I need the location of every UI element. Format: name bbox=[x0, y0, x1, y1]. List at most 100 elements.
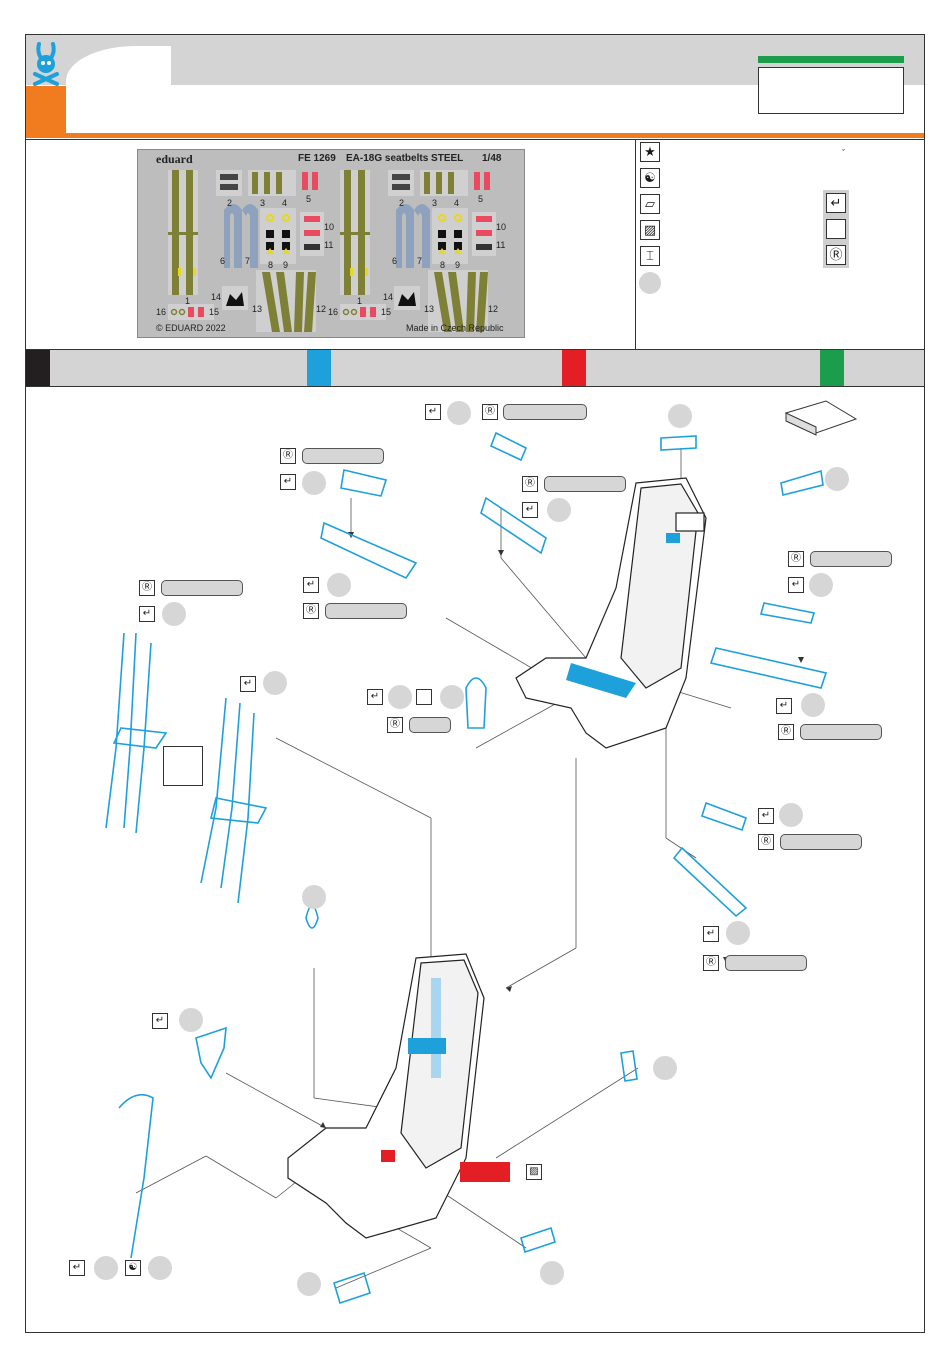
label-pill bbox=[161, 580, 243, 596]
step-circle bbox=[302, 885, 326, 909]
yin-yang-icon: ☯ bbox=[640, 168, 660, 188]
step-circle bbox=[547, 498, 571, 522]
fret-origin: Made in Czech Republic bbox=[406, 323, 504, 333]
fret-part-number: 11 bbox=[324, 240, 333, 250]
label-pill bbox=[800, 724, 882, 740]
fret-copyright: © EDUARD 2022 bbox=[156, 323, 226, 333]
fret-part-number: 12 bbox=[316, 304, 326, 314]
fret-part-number: 7 bbox=[245, 256, 250, 266]
fret-part-number: 16 bbox=[156, 307, 166, 317]
r-circle-icon: Ⓡ bbox=[139, 580, 155, 596]
label-pill bbox=[780, 834, 862, 850]
caron-mark: ˇ bbox=[842, 148, 845, 158]
label-pill bbox=[725, 955, 807, 971]
bend-icon: ↵ bbox=[788, 577, 804, 593]
bend-icon: ↵ bbox=[425, 404, 441, 420]
fret-scale: 1/48 bbox=[482, 153, 501, 164]
r-circle-icon: Ⓡ bbox=[482, 404, 498, 420]
step-circle bbox=[94, 1256, 118, 1280]
fret-part-number: 14 bbox=[211, 292, 221, 302]
step-circle bbox=[825, 467, 849, 491]
bend-icon: ↵ bbox=[139, 606, 155, 622]
assembly-diagram bbox=[26, 388, 924, 1332]
label-pill bbox=[503, 404, 587, 420]
bend-icon: ↵ bbox=[826, 193, 846, 213]
r-circle-icon: Ⓡ bbox=[703, 955, 719, 971]
bend-icon: ↵ bbox=[367, 689, 383, 705]
label-pill bbox=[302, 448, 384, 464]
red-color-callout bbox=[460, 1162, 510, 1182]
color-swatch-red bbox=[562, 350, 586, 386]
fret-part-number: 6 bbox=[220, 256, 225, 266]
bend-icon: ↵ bbox=[280, 474, 296, 490]
fret-part-number: 4 bbox=[282, 198, 287, 208]
fret-part-number: 1 bbox=[357, 296, 362, 306]
color-swatch-blue bbox=[307, 350, 331, 386]
hatch-icon: ▨ bbox=[526, 1164, 542, 1180]
title-box bbox=[758, 67, 904, 114]
fret-part-number: 10 bbox=[324, 222, 334, 232]
color-band bbox=[26, 350, 924, 386]
r-circle-icon: Ⓡ bbox=[788, 551, 804, 567]
fret-part-number: 6 bbox=[392, 256, 397, 266]
step-circle bbox=[327, 573, 351, 597]
step-circle bbox=[447, 401, 471, 425]
empty-box-icon bbox=[826, 219, 846, 239]
header-orange-line bbox=[26, 133, 924, 138]
bend-icon: ↵ bbox=[703, 926, 719, 942]
empty-box-icon bbox=[416, 689, 432, 705]
r-circle-icon: Ⓡ bbox=[280, 448, 296, 464]
r-circle-icon: Ⓡ bbox=[387, 717, 403, 733]
r-circle-icon: Ⓡ bbox=[826, 245, 846, 265]
header-orange-block bbox=[26, 86, 66, 134]
fret-part-number: 8 bbox=[440, 260, 445, 270]
fret-part-number: 5 bbox=[306, 194, 311, 204]
divider-line bbox=[26, 139, 924, 140]
step-number-circle-icon bbox=[639, 272, 661, 294]
upper-seat bbox=[516, 478, 706, 748]
empty-box bbox=[163, 746, 203, 786]
r-circle-icon: Ⓡ bbox=[758, 834, 774, 850]
fret-part-number: 9 bbox=[283, 260, 288, 270]
legend-divider bbox=[635, 139, 636, 349]
fret-part-number: 15 bbox=[209, 307, 219, 317]
fret-part-number: 8 bbox=[268, 260, 273, 270]
r-circle-icon: Ⓡ bbox=[778, 724, 794, 740]
fret-code: FE 1269 bbox=[298, 153, 336, 164]
r-circle-icon: Ⓡ bbox=[303, 603, 319, 619]
fret-part-number: 10 bbox=[496, 222, 506, 232]
head-box-part bbox=[786, 401, 856, 435]
step-circle bbox=[668, 404, 692, 428]
step-circle bbox=[263, 671, 287, 695]
fret-part-number: 1 bbox=[185, 296, 190, 306]
bend-icon: ↵ bbox=[152, 1013, 168, 1029]
fret-part-number: 2 bbox=[399, 198, 404, 208]
step-circle bbox=[388, 685, 412, 709]
label-pill bbox=[409, 717, 451, 733]
fret-part-number: 16 bbox=[328, 307, 338, 317]
fret-part-number: 2 bbox=[227, 198, 232, 208]
bend-icon: ↵ bbox=[522, 502, 538, 518]
step-circle bbox=[779, 803, 803, 827]
fret-part-number: 11 bbox=[496, 240, 505, 250]
bend-icon: ↵ bbox=[240, 676, 256, 692]
step-circle bbox=[809, 573, 833, 597]
step-circle bbox=[297, 1272, 321, 1296]
fret-part-number: 13 bbox=[252, 304, 262, 314]
fret-part-number: 13 bbox=[424, 304, 434, 314]
divider-line bbox=[26, 386, 924, 387]
fret-part-number: 3 bbox=[432, 198, 437, 208]
step-circle bbox=[801, 693, 825, 717]
fret-part-number: 7 bbox=[417, 256, 422, 266]
label-pill bbox=[544, 476, 626, 492]
fret-left-set bbox=[168, 170, 324, 332]
fret-brand: eduard bbox=[156, 152, 193, 167]
step-circle bbox=[148, 1256, 172, 1280]
screw-icon: ⌶ bbox=[640, 246, 660, 266]
bend-icon: ↵ bbox=[69, 1260, 85, 1276]
step-circle bbox=[653, 1056, 677, 1080]
yin-yang-icon: ☯ bbox=[125, 1260, 141, 1276]
bend-icon: ↵ bbox=[776, 698, 792, 714]
fret-part-number: 9 bbox=[455, 260, 460, 270]
step-circle bbox=[179, 1008, 203, 1032]
